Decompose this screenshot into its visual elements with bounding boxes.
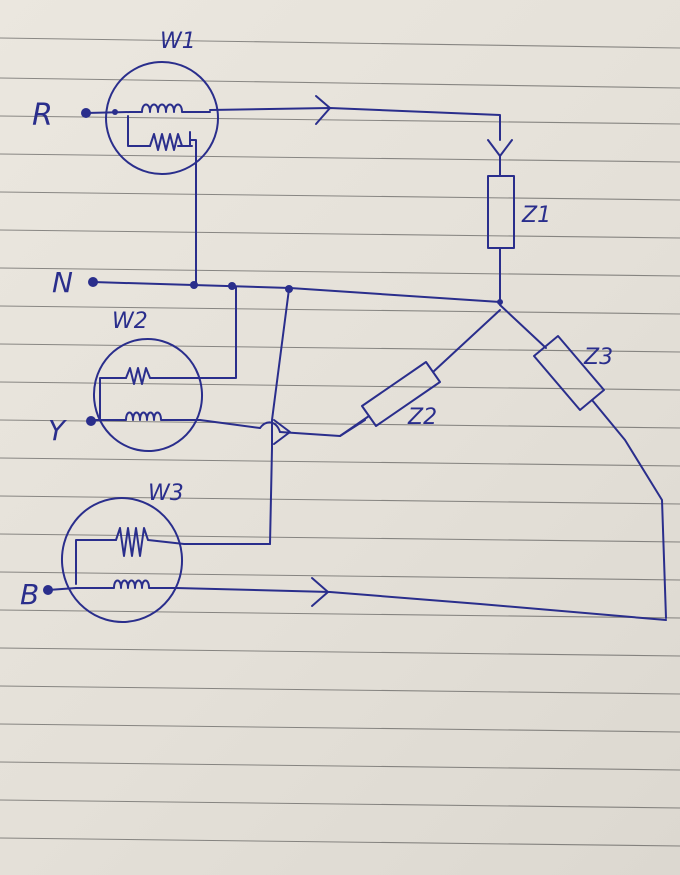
b-line-wire <box>175 587 667 621</box>
w3-neutral-wire <box>269 288 290 545</box>
w3-label: W3 <box>148 481 184 506</box>
ruled-lines <box>0 37 680 847</box>
impedance-z2 <box>339 309 501 437</box>
b-input-wire <box>47 587 77 591</box>
z1-current-arrow <box>487 139 513 157</box>
r-junction <box>112 109 118 115</box>
y-label: Y <box>48 414 67 447</box>
neutral-junction-2 <box>228 282 236 290</box>
pressure-coil-w3 <box>75 527 271 585</box>
impedance-z3 <box>499 304 667 619</box>
star-point <box>497 299 503 305</box>
wattmeter-w3 <box>60 497 271 623</box>
r-current-arrow <box>315 95 331 125</box>
pressure-coil-w2 <box>99 286 237 387</box>
impedance-z1 <box>487 175 515 303</box>
current-coil-w3 <box>75 579 177 589</box>
b-label: B <box>20 578 39 611</box>
w2-label: W2 <box>112 309 148 334</box>
z1-label: Z1 <box>521 203 551 228</box>
current-coil-w1 <box>129 103 211 113</box>
pressure-coil-w1 <box>127 115 197 161</box>
b-current-arrow <box>311 577 329 607</box>
z3-label: Z3 <box>583 345 613 370</box>
neutral-wire <box>92 281 501 303</box>
w1-label: W1 <box>160 29 196 54</box>
wattmeter-w2 <box>92 286 237 452</box>
y-current-arrow <box>273 419 291 445</box>
r-input-wire <box>85 111 131 114</box>
r-label: R <box>32 98 53 133</box>
current-coil-w2 <box>95 411 201 421</box>
crossover-hump <box>259 421 281 433</box>
z2-label: Z2 <box>407 405 437 430</box>
y-line-wire-a <box>199 419 261 429</box>
r-line-wire <box>209 107 501 141</box>
y-input-wire <box>90 385 101 422</box>
n-label: N <box>52 266 73 299</box>
neutral-junction-1 <box>190 281 198 289</box>
